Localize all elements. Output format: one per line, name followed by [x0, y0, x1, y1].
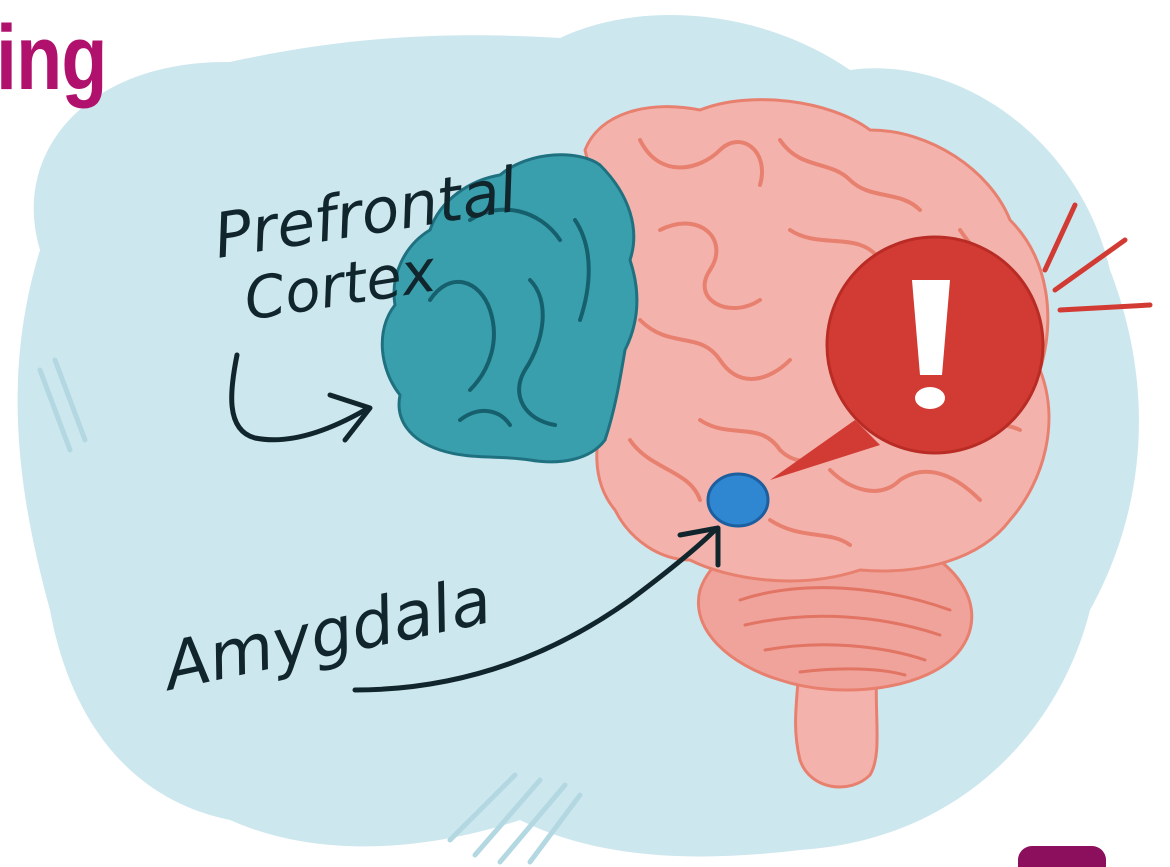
brand-logo-fragment	[1018, 846, 1106, 867]
amygdala	[708, 474, 768, 526]
exclamation-dot	[915, 387, 945, 409]
page-title-fragment: ing	[0, 12, 107, 104]
